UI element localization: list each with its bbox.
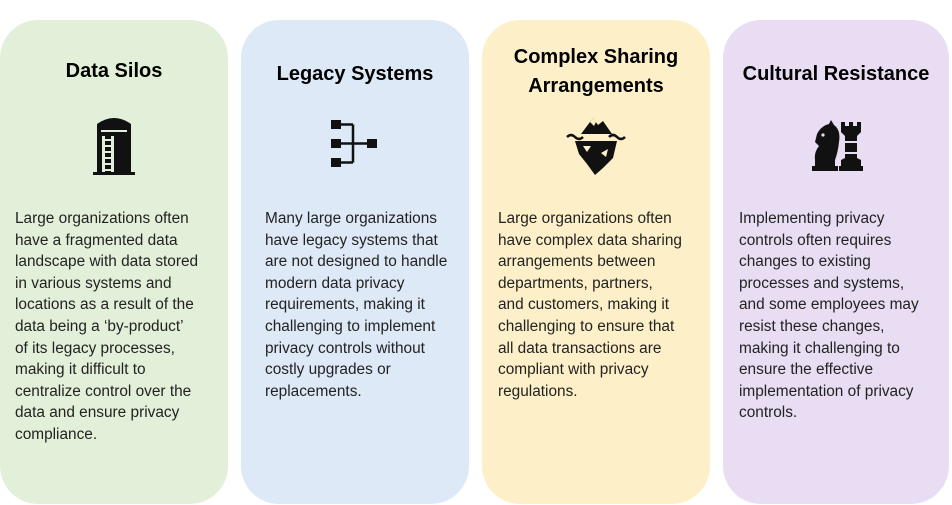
- chess-pieces-icon: [801, 108, 871, 178]
- silo-icon: [79, 108, 149, 178]
- card-title: Data Silos: [65, 60, 163, 82]
- card-data-silos: Data Silos Large organizations: [0, 20, 228, 504]
- card-complex-sharing: Complex Sharing Arrangements Large organ…: [482, 20, 710, 504]
- card-description: Large organizations often have a fragmen…: [15, 210, 199, 443]
- card-description: Large organizations often have complex d…: [498, 210, 682, 400]
- card-description: Many large organizations have legacy sys…: [265, 210, 448, 400]
- card-legacy-systems: Legacy Systems Many large organizations …: [241, 20, 469, 504]
- card-description: Implementing privacy controls often requ…: [739, 210, 919, 422]
- card-title: Complex Sharing Arrangements: [513, 46, 679, 97]
- card-title: Cultural Resistance: [742, 63, 930, 85]
- card-cultural-resistance: Cultural Resistance Implementing privacy…: [723, 20, 949, 504]
- iceberg-icon: [561, 108, 631, 178]
- hierarchy-icon: [320, 108, 390, 178]
- card-title: Legacy Systems: [276, 63, 434, 85]
